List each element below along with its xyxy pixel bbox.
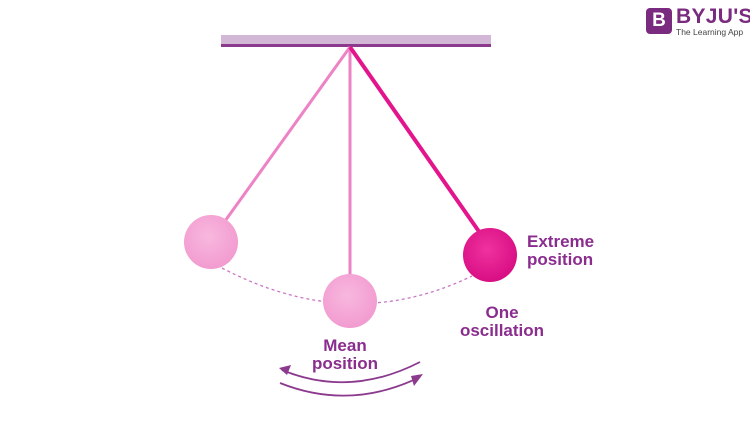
extreme-position-label: Extreme position xyxy=(527,233,607,269)
arrow-upper xyxy=(281,361,421,384)
mean-label-line-1: Mean xyxy=(323,336,367,355)
logo-name: BYJU'S xyxy=(676,5,750,28)
oscillation-label-line-2: oscillation xyxy=(459,321,545,340)
bob-left xyxy=(184,215,238,269)
extreme-label-line-1: Extreme xyxy=(527,232,595,251)
support-bar-top xyxy=(221,35,491,44)
logo-mark-icon: B xyxy=(646,8,672,34)
bob-right xyxy=(463,228,517,282)
support-bar-bottom xyxy=(221,44,491,47)
one-oscillation-label: One oscillation xyxy=(450,304,554,340)
arrow-lower xyxy=(279,376,421,397)
byjus-logo: B BYJU'S The Learning App xyxy=(646,6,750,40)
mean-position-label: Mean position xyxy=(300,337,390,373)
arrow-lower-head xyxy=(411,374,423,386)
string-right xyxy=(348,45,482,235)
logo-tagline: The Learning App xyxy=(676,27,744,37)
oscillation-arrows xyxy=(279,361,421,397)
string-left xyxy=(218,46,352,229)
extreme-label-line-2: position xyxy=(527,250,594,269)
oscillation-label-line-1: One xyxy=(485,303,519,322)
bob-mean xyxy=(323,274,377,328)
mean-label-line-2: position xyxy=(311,354,379,373)
arrow-upper-head xyxy=(279,365,291,375)
